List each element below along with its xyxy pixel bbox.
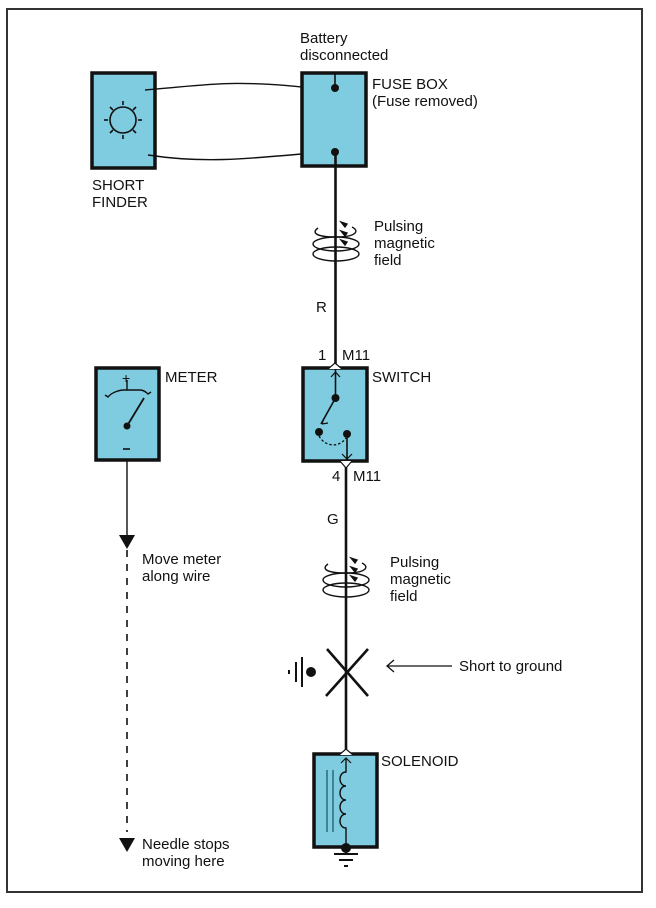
battery-note-line1: Battery [300, 30, 348, 47]
switch-label: SWITCH [372, 369, 432, 386]
move-arrow-icon [119, 535, 135, 549]
needle-stops-line2: moving here [142, 853, 225, 870]
ground-icon [334, 848, 358, 867]
meter-needle [126, 397, 145, 427]
sun-lamp-icon [104, 101, 142, 139]
magnetic-field-lower-icon [322, 556, 370, 598]
field-lower-line1: Pulsing [390, 554, 440, 571]
ground-short-icon [288, 657, 316, 687]
meter: + [94, 366, 161, 852]
wire-color-r: R [316, 299, 327, 316]
short-finder-label-line1: SHORT [92, 177, 145, 194]
short-finder [90, 71, 157, 170]
switch-top-pin: 1 [318, 347, 327, 364]
field-lower-line3: field [390, 588, 418, 605]
meter-label: METER [165, 369, 218, 386]
battery-note-line2: disconnected [300, 47, 389, 64]
short-finder-box [90, 71, 157, 170]
field-upper-line2: magnetic [374, 235, 435, 252]
move-meter-line2: along wire [142, 568, 211, 585]
test-lead-upper [144, 82, 321, 93]
solenoid [312, 748, 379, 853]
short-finder-label-line2: FINDER [92, 194, 148, 211]
field-lower-line2: magnetic [390, 571, 451, 588]
wire-color-g: G [327, 511, 339, 528]
field-upper-line1: Pulsing [374, 218, 424, 235]
fuse-box-label: FUSE BOX [372, 76, 448, 93]
move-meter-line1: Move meter [142, 551, 222, 568]
switch-bottom-pin: 4 [332, 468, 341, 485]
short-to-ground-label: Short to ground [459, 658, 563, 675]
stop-arrow-icon [119, 838, 135, 852]
magnetic-field-upper-icon [312, 220, 360, 262]
coil-icon [339, 758, 347, 847]
meter-plus: + [122, 370, 130, 386]
solenoid-label: SOLENOID [381, 753, 459, 770]
fuse-terminal-upper [331, 84, 339, 92]
test-leads [144, 82, 323, 161]
test-lead-lower [147, 147, 323, 161]
needle-stops-line1: Needle stops [142, 836, 230, 853]
fuse-box [300, 71, 368, 168]
switch [301, 362, 369, 469]
switch-bottom-connector: M11 [353, 468, 382, 485]
short-marker [325, 648, 369, 697]
short-pointer-arrow [386, 659, 452, 673]
fuse-box-sublabel: (Fuse removed) [372, 93, 478, 110]
switch-top-connector: M11 [342, 347, 371, 364]
field-upper-line3: field [374, 252, 402, 269]
